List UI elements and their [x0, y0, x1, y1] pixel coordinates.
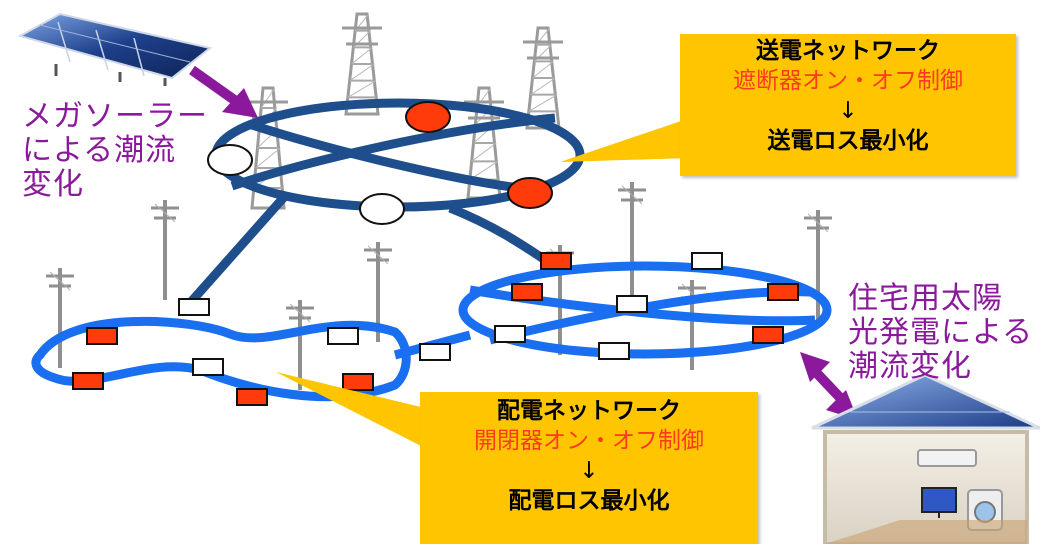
solar-panel-array-icon	[17, 12, 213, 86]
switch-on	[72, 372, 104, 390]
switch-off	[419, 343, 451, 361]
mega-solar-caption-line: メガソーラー	[22, 99, 208, 134]
utility-pole-icon	[46, 268, 74, 368]
mega-solar-caption: メガソーラー による潮流 変化	[22, 100, 208, 202]
distribution-callout-title: 配電ネットワーク	[497, 398, 681, 424]
mega-solar-caption-line: 変化	[22, 167, 84, 202]
transmission-cross-line	[230, 113, 556, 191]
switch-off	[691, 252, 723, 270]
transmission-feeder-left	[178, 193, 289, 315]
transmission-callout-goal: 送電ロス最小化	[767, 128, 929, 154]
transmission-callout-arrow: ↓	[838, 98, 858, 124]
transmission-tower-icon	[342, 12, 382, 116]
residential-caption-line: 住宅用太陽	[848, 281, 1003, 316]
breaker-off	[207, 144, 253, 176]
distribution-callout-pointer	[276, 372, 425, 448]
switch-off	[178, 298, 210, 316]
transmission-callout-pointer	[560, 118, 690, 162]
distribution-callout-arrow: ↓	[579, 458, 599, 484]
transmission-callout: 送電ネットワーク 遮断器オン・オフ制御 ↓ 送電ロス最小化	[680, 34, 1016, 176]
transmission-callout-control: 遮断器オン・オフ制御	[733, 68, 963, 94]
residential-caption-line: 光発電による	[848, 315, 1034, 350]
distribution-callout: 配電ネットワーク 開閉器オン・オフ制御 ↓ 配電ロス最小化	[420, 392, 758, 544]
switch-off	[192, 358, 224, 376]
utility-pole-icon	[151, 200, 179, 300]
switch-on	[767, 283, 799, 301]
distribution-switches	[72, 252, 799, 406]
breaker-on	[405, 101, 451, 133]
switch-on	[540, 252, 572, 270]
house-with-rooftop-solar-icon	[811, 373, 1040, 544]
mega-solar-caption-line: による潮流	[22, 133, 177, 168]
distribution-callout-control: 開閉器オン・オフ制御	[474, 428, 704, 454]
utility-pole-icon	[618, 182, 646, 302]
mega-solar-arrow	[189, 65, 258, 118]
switch-on	[342, 373, 374, 391]
distribution-network	[31, 261, 832, 402]
switch-on	[86, 327, 118, 345]
residential-caption-line: 潮流変化	[848, 349, 972, 384]
switch-on	[752, 326, 784, 344]
switch-off	[598, 342, 630, 360]
transmission-tower-icon	[523, 26, 563, 130]
distribution-callout-goal: 配電ロス最小化	[508, 488, 670, 514]
switch-off	[616, 295, 648, 313]
transmission-callout-title: 送電ネットワーク	[756, 38, 940, 64]
switch-on	[511, 283, 543, 301]
switch-off	[494, 325, 526, 343]
switch-on	[236, 388, 268, 406]
residential-solar-caption: 住宅用太陽 光発電による 潮流変化	[848, 282, 1033, 384]
breaker-off	[359, 193, 405, 225]
breaker-on	[507, 177, 553, 209]
utility-pole-icon	[286, 300, 314, 390]
distribution-ring-right	[458, 261, 832, 359]
transmission-breakers	[207, 101, 553, 225]
switch-off	[327, 327, 359, 345]
